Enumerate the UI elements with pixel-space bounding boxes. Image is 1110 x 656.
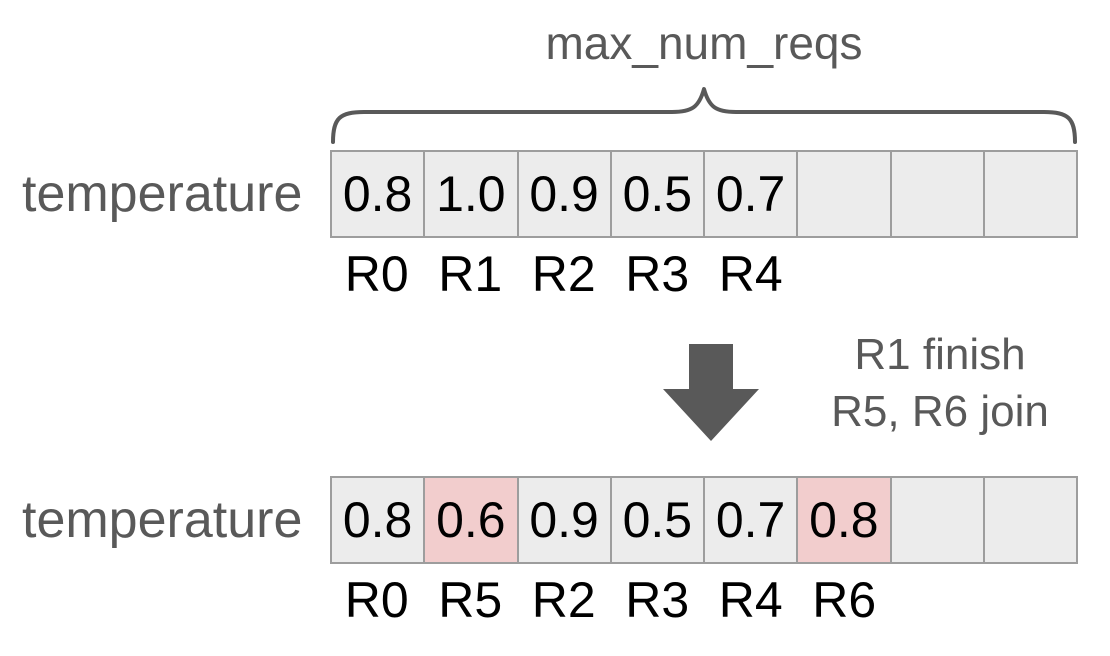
array-cell [982, 152, 1076, 236]
request-label: R0 [344, 246, 409, 302]
request-label: R1 [438, 246, 503, 302]
max-num-reqs-label: max_num_reqs [545, 17, 863, 69]
array-cell: 0.9 [516, 478, 610, 562]
array-cell: 0.5 [609, 478, 703, 562]
request-label: R3 [625, 572, 690, 628]
transition-note: R1 finish R5, R6 join [800, 326, 1080, 440]
temperature-label-bottom: temperature [22, 491, 303, 549]
request-labels-after: R0 R5 R2 R3 R4 R6 [330, 572, 1078, 628]
array-cell: 0.6 [423, 478, 517, 562]
transition-line-1: R1 finish [854, 330, 1026, 379]
array-cell: 0.8 [332, 152, 424, 236]
temperature-array-before: 0.8 1.0 0.9 0.5 0.7 [330, 150, 1078, 238]
transition-line-2: R5, R6 join [831, 387, 1049, 436]
request-label [798, 246, 892, 302]
request-label: R4 [718, 572, 783, 628]
down-arrow-icon [663, 344, 759, 441]
curly-brace-icon [331, 87, 1077, 144]
temperature-array-after: 0.8 0.6 0.9 0.5 0.7 0.8 [330, 476, 1078, 564]
temperature-label-top: temperature [22, 165, 303, 223]
array-cell: 0.7 [703, 478, 797, 562]
array-cell: 0.8 [332, 478, 424, 562]
request-label: R2 [531, 572, 596, 628]
array-cell [889, 478, 983, 562]
request-label: R6 [812, 572, 877, 628]
request-label: R3 [625, 246, 690, 302]
array-cell: 0.7 [703, 152, 797, 236]
request-label [985, 572, 1079, 628]
request-label [891, 246, 985, 302]
array-cell: 1.0 [423, 152, 517, 236]
request-label [891, 572, 985, 628]
request-label [985, 246, 1079, 302]
request-label: R0 [344, 572, 409, 628]
array-cell: 0.9 [516, 152, 610, 236]
request-labels-before: R0 R1 R2 R3 R4 [330, 246, 1078, 302]
request-label: R5 [438, 572, 503, 628]
array-cell [796, 152, 890, 236]
request-label: R4 [718, 246, 783, 302]
array-cell: 0.8 [796, 478, 890, 562]
array-cell: 0.5 [609, 152, 703, 236]
array-cell [889, 152, 983, 236]
array-cell [982, 478, 1076, 562]
request-label: R2 [531, 246, 596, 302]
